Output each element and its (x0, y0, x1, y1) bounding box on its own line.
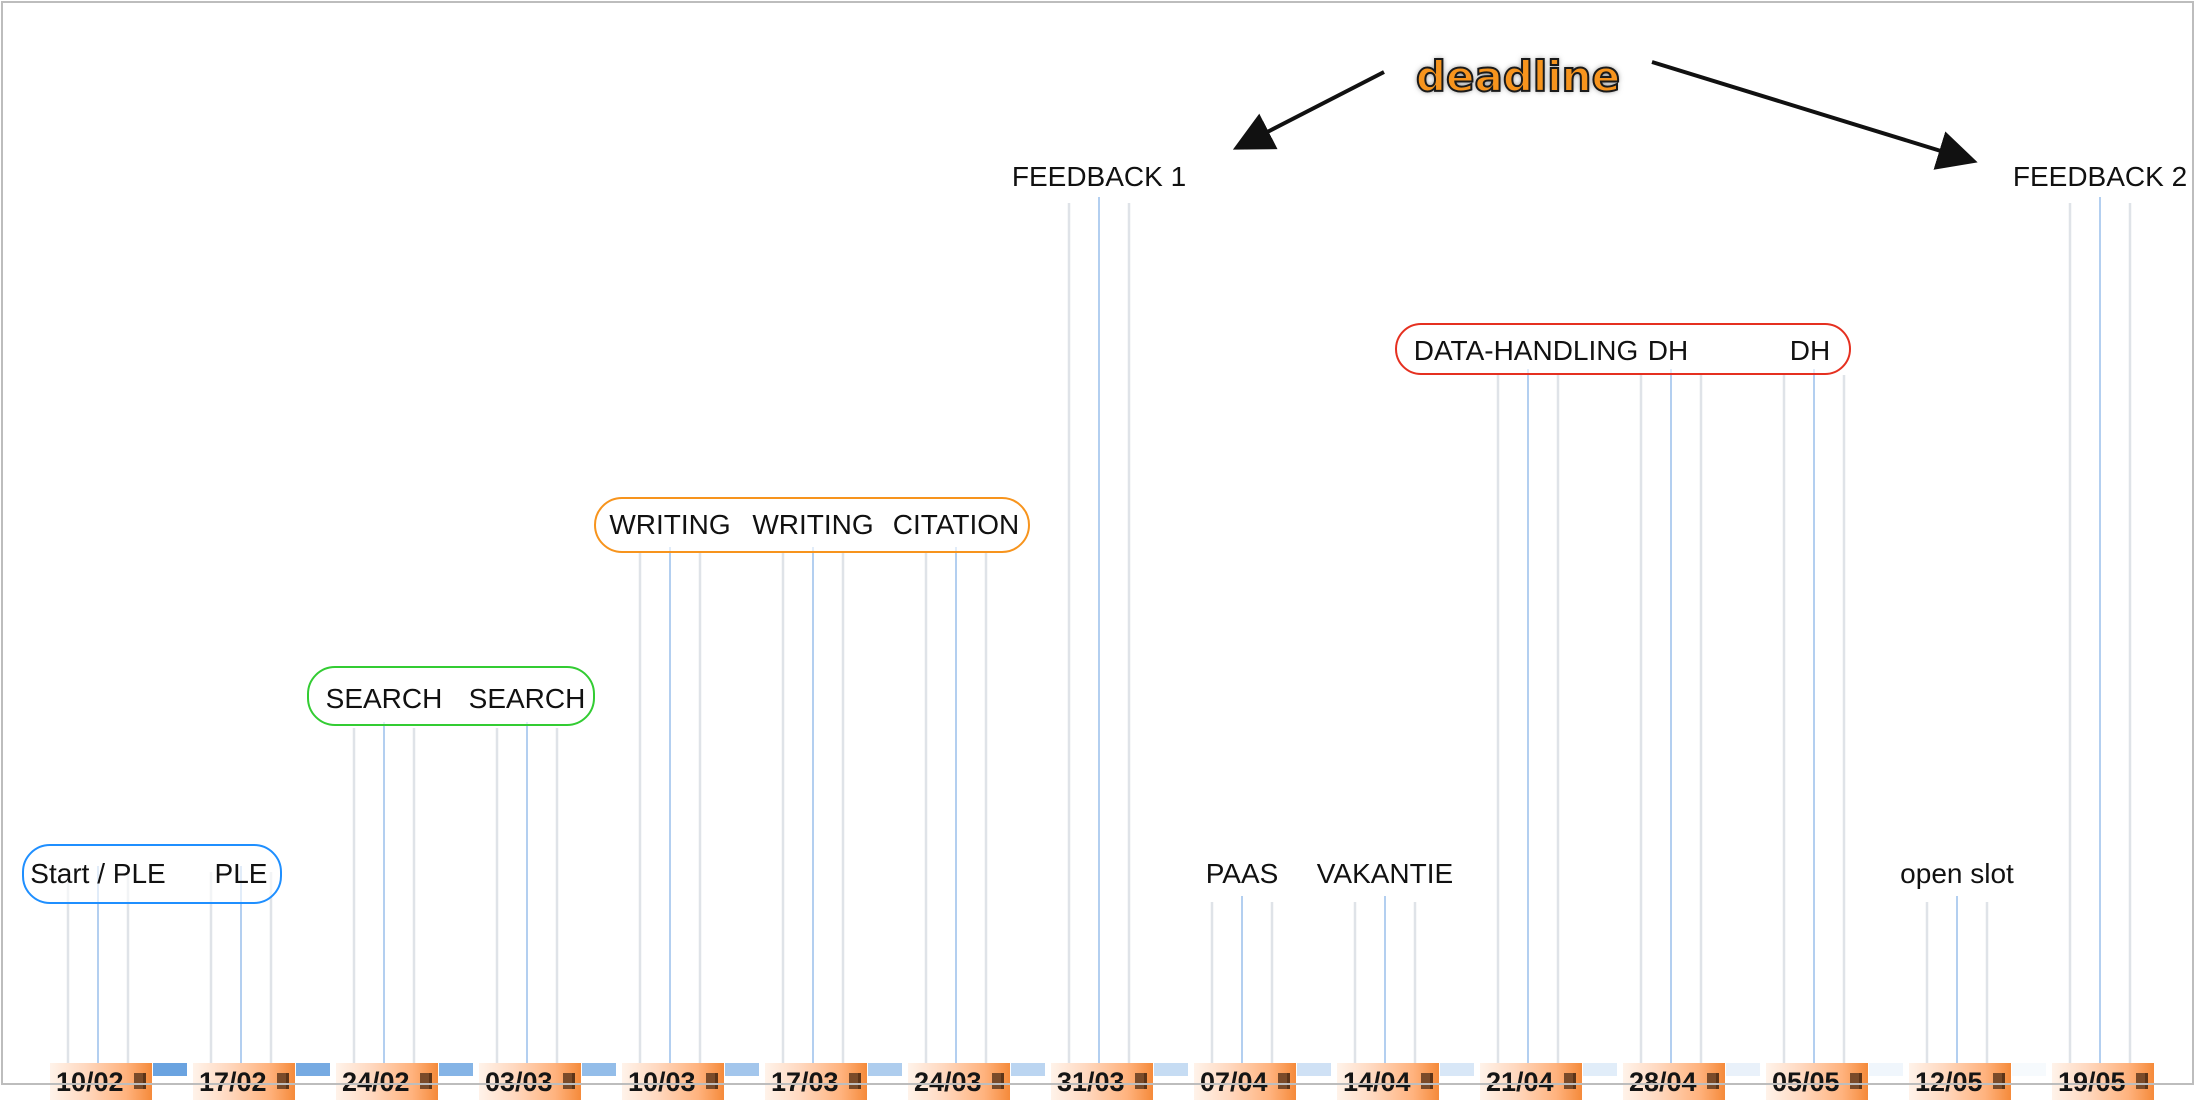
calendar-icon (563, 1073, 575, 1089)
gap-block (2012, 1063, 2046, 1076)
session-label: DH (1789, 335, 1831, 366)
date-cell: 10/03 (622, 1063, 724, 1100)
date-label: 14/04 (1343, 1067, 1411, 1097)
date-label: 31/03 (1057, 1067, 1125, 1097)
date-cell: 21/04 (1480, 1063, 1582, 1100)
date-cell: 10/02 (50, 1063, 152, 1100)
deadline-label: deadline (1415, 52, 1621, 101)
session-label: PLE (214, 858, 268, 889)
date-cell: 31/03 (1051, 1063, 1153, 1100)
session-label: WRITING (609, 509, 731, 540)
deadline-arrow-feedback-2 (1651, 60, 1978, 170)
pill-writing (594, 497, 1030, 553)
gap-block (1583, 1063, 1617, 1076)
date-label: 17/03 (771, 1067, 839, 1097)
calendar-icon (1850, 1073, 1862, 1089)
session-label: DH (1647, 335, 1689, 366)
date-cell: 17/03 (765, 1063, 867, 1100)
session-label: CITATION (892, 509, 1020, 540)
calendar-icon (277, 1073, 289, 1089)
date-cell: 07/04 (1194, 1063, 1296, 1100)
gap-block (1011, 1063, 1045, 1076)
gap-block (1869, 1063, 1903, 1076)
calendar-icon (706, 1073, 718, 1089)
calendar-icon (1421, 1073, 1433, 1089)
session-label: FEEDBACK 1 (1011, 161, 1187, 192)
date-cell: 24/03 (908, 1063, 1010, 1100)
gap-block (725, 1063, 759, 1076)
date-label: 10/03 (628, 1067, 696, 1097)
gap-block (153, 1063, 187, 1076)
session-label: FEEDBACK 2 (2012, 161, 2188, 192)
date-label: 21/04 (1486, 1067, 1554, 1097)
date-cell: 05/05 (1766, 1063, 1868, 1100)
gap-block (582, 1063, 616, 1076)
session-label: WRITING (752, 509, 874, 540)
session-label: SEARCH (325, 683, 443, 714)
date-label: 19/05 (2058, 1067, 2126, 1097)
gap-block (868, 1063, 902, 1076)
gap-block (1154, 1063, 1188, 1076)
date-cell: 03/03 (479, 1063, 581, 1100)
date-label: 24/02 (342, 1067, 410, 1097)
calendar-icon (134, 1073, 146, 1089)
gap-block (439, 1063, 473, 1076)
calendar-icon (849, 1073, 861, 1089)
calendar-icon (992, 1073, 1004, 1089)
date-cell: 24/02 (336, 1063, 438, 1100)
session-label: VAKANTIE (1316, 858, 1454, 889)
date-label: 05/05 (1772, 1067, 1840, 1097)
calendar-icon (2136, 1073, 2148, 1089)
pill-data-handling (1395, 323, 1851, 375)
session-label: PAAS (1205, 858, 1279, 889)
date-label: 03/03 (485, 1067, 553, 1097)
gap-block (1440, 1063, 1474, 1076)
deadline-arrow-feedback-1 (1232, 70, 1385, 150)
date-cell: 19/05 (2052, 1063, 2154, 1100)
date-label: 17/02 (199, 1067, 267, 1097)
date-cell: 12/05 (1909, 1063, 2011, 1100)
date-label: 07/04 (1200, 1067, 1268, 1097)
calendar-icon (1993, 1073, 2005, 1089)
date-cell: 17/02 (193, 1063, 295, 1100)
calendar-icon (420, 1073, 432, 1089)
gap-block (296, 1063, 330, 1076)
date-label: 28/04 (1629, 1067, 1697, 1097)
session-label: DATA-HANDLING (1413, 335, 1639, 366)
calendar-icon (1278, 1073, 1290, 1089)
gap-block (1297, 1063, 1331, 1076)
session-label: Start / PLE (30, 858, 166, 889)
pill-start-ple (22, 844, 282, 904)
calendar-icon (1707, 1073, 1719, 1089)
date-label: 10/02 (56, 1067, 124, 1097)
calendar-icon (1564, 1073, 1576, 1089)
calendar-icon (1135, 1073, 1147, 1089)
date-label: 12/05 (1915, 1067, 1983, 1097)
session-label: SEARCH (468, 683, 586, 714)
date-cell: 14/04 (1337, 1063, 1439, 1100)
gap-block (1726, 1063, 1760, 1076)
date-label: 24/03 (914, 1067, 982, 1097)
date-cell: 28/04 (1623, 1063, 1725, 1100)
session-label: open slot (1900, 858, 2014, 889)
pill-search (307, 666, 595, 726)
